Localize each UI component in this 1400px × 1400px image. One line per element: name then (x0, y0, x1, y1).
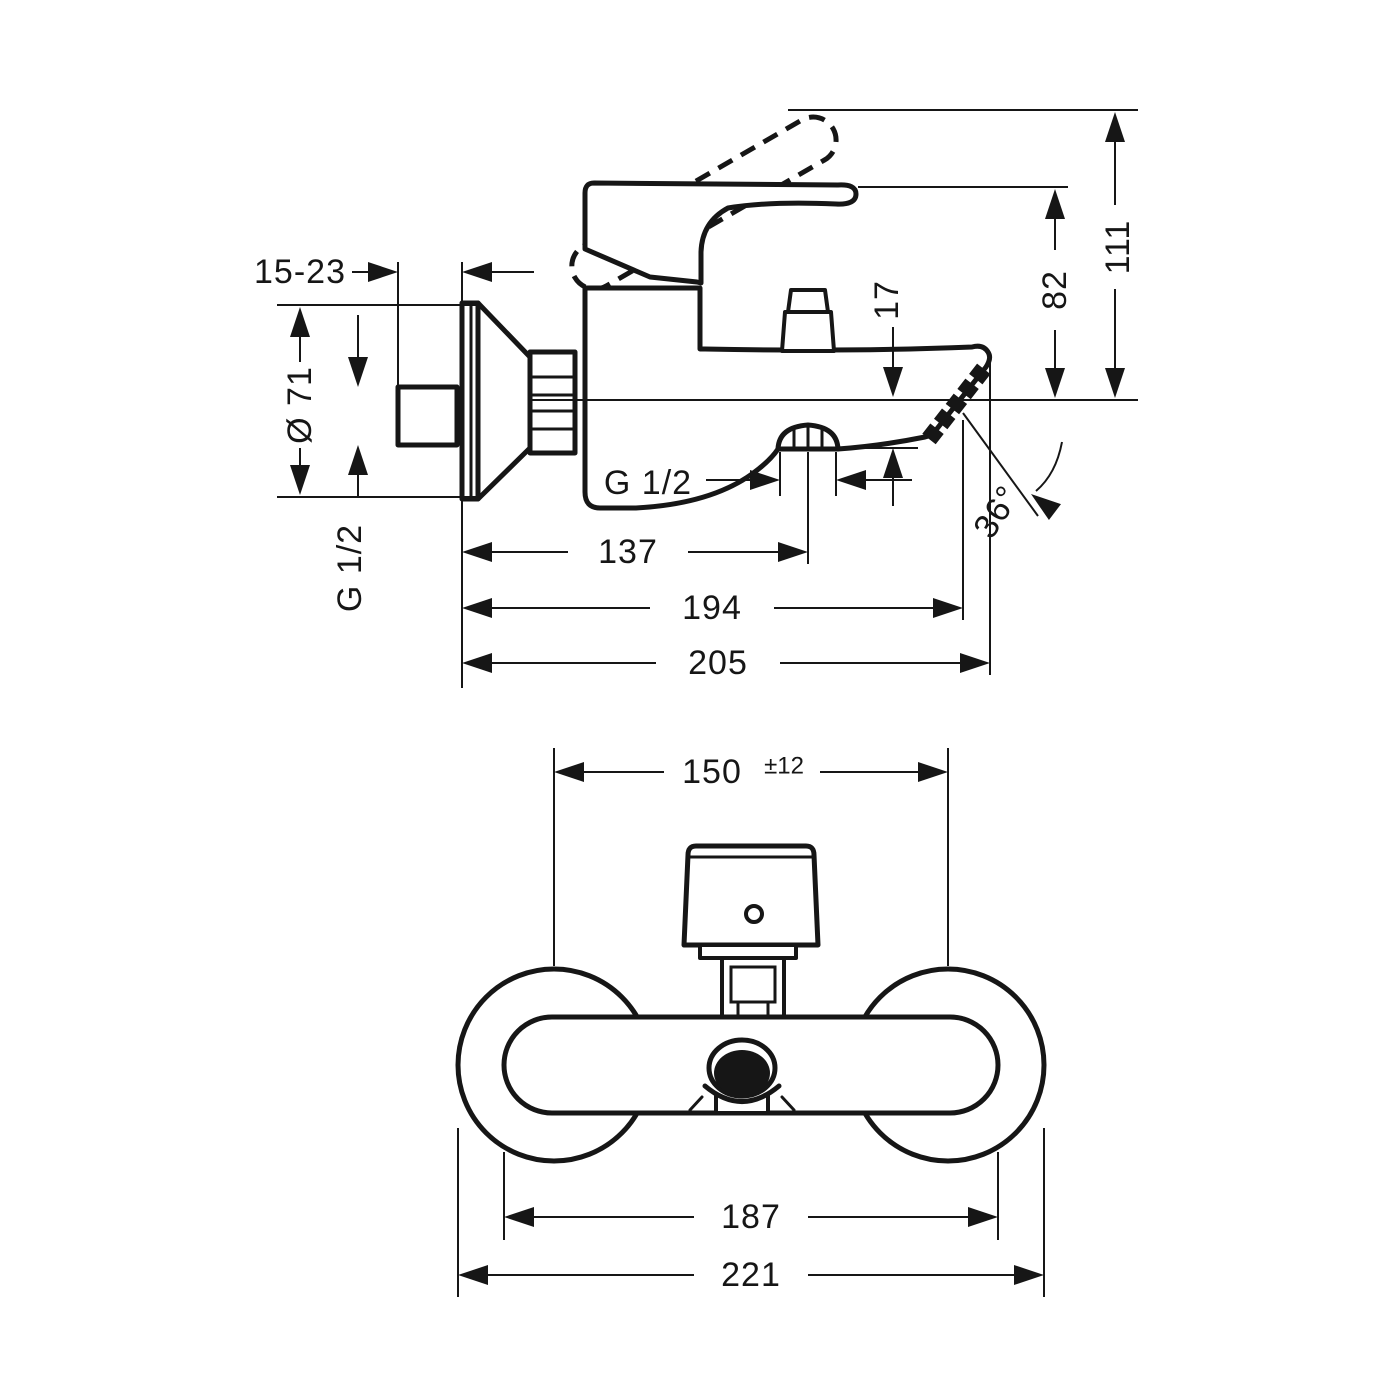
dim-body-width: 187 (503, 1152, 999, 1240)
dim-label-dia71: Ø 71 (281, 366, 319, 444)
lever-handle (582, 180, 859, 286)
lever-open-position-dashed (569, 114, 839, 292)
dim-wall-adjust-range: 15-23 (254, 253, 534, 291)
dim-label-g12-wall: G 1/2 (331, 524, 369, 612)
dim-label-tolerance: ±12 (764, 753, 804, 780)
spout-outlet-front (688, 1037, 796, 1115)
handle-neck-front (698, 943, 798, 1019)
dim-label-205: 205 (688, 644, 748, 682)
dim-connection-centers: 150 ±12 (553, 748, 949, 966)
wall-connection (395, 300, 578, 502)
dim-label-194: 194 (682, 589, 742, 627)
dim-shower-thread: G 1/2 (604, 452, 912, 502)
dim-label-15-23: 15-23 (254, 253, 346, 291)
dim-label-137: 137 (598, 533, 658, 571)
body-and-spout (582, 285, 993, 511)
spout-opening (714, 1050, 770, 1096)
dim-wall-thread: G 1/2 (331, 315, 369, 612)
dim-label-221: 221 (721, 1256, 781, 1294)
dim-height-lever-open: 111 (1099, 112, 1137, 398)
dim-escutcheon-diameter: Ø 71 (277, 304, 478, 498)
union-nut (527, 349, 578, 456)
escutcheon-cone (475, 300, 533, 502)
handle-knob-front (681, 843, 821, 948)
front-view: 150 ±12 187 221 (455, 748, 1047, 1297)
dim-overall-width: 221 (457, 1128, 1045, 1297)
dim-wall-to-aerator: 194 (462, 420, 964, 627)
dim-label-111: 111 (1099, 220, 1137, 275)
dim-label-187: 187 (721, 1198, 781, 1236)
dim-spout-drop: 17 (868, 280, 906, 506)
wall-pipe-stub (395, 384, 460, 448)
dim-spout-angle: 36° (962, 412, 1063, 545)
dim-wall-to-shower-outlet: 137 (462, 452, 809, 571)
aerator-hatch (922, 360, 993, 445)
dim-label-g12-shower: G 1/2 (604, 464, 692, 502)
diverter-knob-side (780, 288, 836, 353)
dim-total-projection: 205 (462, 358, 991, 682)
side-view: 15-23 Ø 71 G 1/2 17 (254, 109, 1138, 688)
dim-label-17: 17 (868, 280, 906, 320)
knob-pin-hole (744, 904, 764, 924)
dim-label-82: 82 (1036, 270, 1074, 310)
dim-label-150: 150 (682, 753, 742, 791)
dim-height-to-lever: 82 (1036, 189, 1074, 398)
